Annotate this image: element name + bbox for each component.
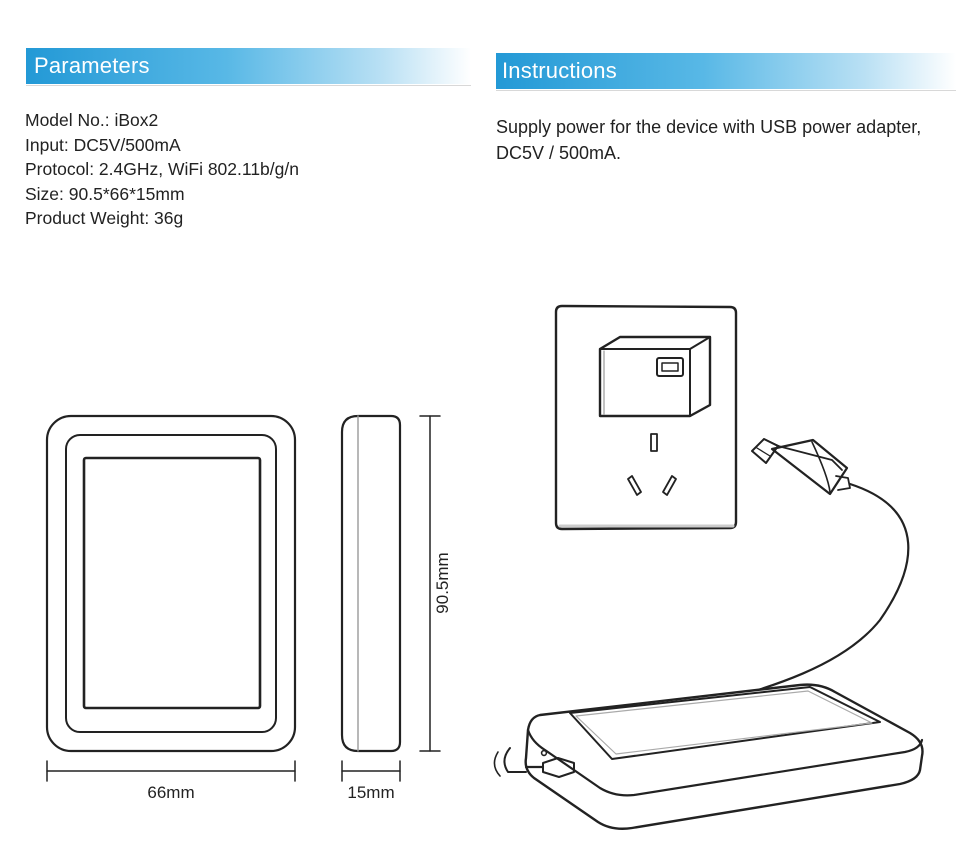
height-label: 90.5mm <box>433 552 452 613</box>
instructions-divider <box>496 90 956 91</box>
depth-label: 15mm <box>347 783 394 802</box>
param-size: Size: 90.5*66*15mm <box>25 183 185 204</box>
parameters-header: Parameters <box>26 48 471 84</box>
parameters-list: Model No.: iBox2 Input: DC5V/500mA Proto… <box>25 108 299 231</box>
device-front-view <box>45 414 297 753</box>
param-model: Model No.: iBox2 <box>25 110 159 130</box>
wall-socket-panel <box>554 304 738 531</box>
param-protocol: Protocol: 2.4GHz, WiFi 802.11b/g/n <box>25 159 299 179</box>
instructions-text: Supply power for the device with USB pow… <box>496 117 922 163</box>
usb-cable-plug <box>751 438 851 496</box>
device-side-view <box>340 414 402 753</box>
param-weight: Product Weight: 36g <box>25 208 184 228</box>
instructions-header: Instructions <box>496 53 956 89</box>
usb-cable <box>688 482 910 712</box>
parameters-divider <box>26 85 471 86</box>
depth-dimension <box>341 760 401 782</box>
width-dimension <box>46 760 296 782</box>
usb-power-adapter <box>598 335 712 418</box>
parameters-title: Parameters <box>34 53 150 78</box>
height-dimension <box>419 415 441 752</box>
device-perspective <box>493 683 924 830</box>
instructions-title: Instructions <box>502 58 617 83</box>
param-input: Input: DC5V/500mA <box>25 134 181 155</box>
width-label: 66mm <box>147 783 194 802</box>
